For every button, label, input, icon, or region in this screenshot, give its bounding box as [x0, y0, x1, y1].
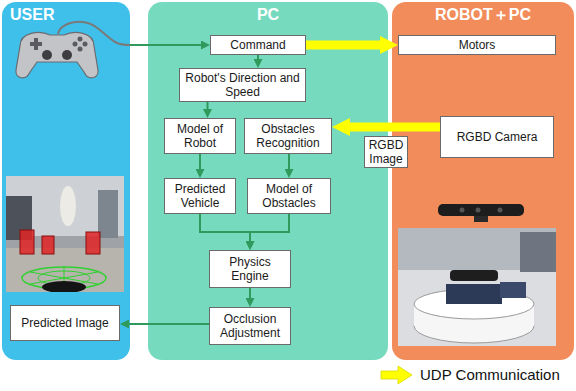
- box-label: Predicted Vehicle: [170, 182, 230, 210]
- process-box: Physics Engine: [209, 250, 291, 288]
- flow-arrow: [257, 55, 259, 59]
- screenshot-floor: [6, 248, 124, 292]
- photo-ground: [398, 228, 556, 346]
- process-box: Obstacles Recognition: [244, 118, 332, 154]
- edge-label-box: RGBD Image: [364, 136, 408, 168]
- legend-text: UDP Communication: [420, 366, 560, 383]
- flow-arrow: [129, 323, 209, 325]
- robot-frame: [446, 284, 502, 304]
- legend-arrow: [381, 366, 412, 384]
- robot-photo: [398, 228, 556, 346]
- process-box: Model of Robot: [164, 118, 236, 154]
- obstacle-model: [42, 236, 54, 254]
- box-label: Motors: [459, 38, 496, 52]
- flow-arrow: [249, 288, 251, 298]
- process-box: Robot's Direction and Speed: [179, 68, 306, 102]
- udp-arrow: [350, 123, 440, 132]
- gamepad-button: [73, 42, 78, 47]
- box-label: Model of Robot: [170, 122, 230, 150]
- panel-title: PC: [148, 2, 388, 24]
- panel-title: ROBOT＋PC: [392, 2, 574, 24]
- panel-band: CommandRobot's Direction and SpeedModel …: [148, 2, 388, 360]
- robot-laptop: [500, 282, 526, 298]
- robot-camera: [450, 270, 498, 281]
- screenshot-statue: [60, 186, 76, 226]
- box-label: Robot's Direction and Speed: [185, 71, 300, 99]
- process-box: RGBD Camera: [440, 116, 554, 158]
- kinect-stand: [474, 216, 488, 222]
- screenshot-door: [98, 190, 118, 238]
- flow-arrow: [288, 154, 290, 169]
- box-label: Occlusion Adjustment: [215, 312, 285, 340]
- process-box: Occlusion Adjustment: [209, 307, 291, 345]
- kinect-body: [438, 204, 524, 216]
- screenshot-ground: [6, 176, 124, 292]
- box-label: Physics Engine: [215, 255, 285, 283]
- photo-furniture: [520, 232, 556, 272]
- flow-arrow: [207, 102, 209, 109]
- panel-title: USER: [2, 2, 130, 24]
- box-label: Predicted Image: [21, 316, 108, 330]
- edge-label: RGBD Image: [368, 138, 404, 166]
- udp-arrow: [306, 41, 380, 50]
- predicted-robot: [42, 281, 86, 292]
- process-box: Model of Obstacles: [247, 178, 331, 214]
- box-label: Model of Obstacles: [253, 182, 325, 210]
- obstacle-model: [86, 232, 100, 254]
- gamepad-button: [78, 37, 83, 42]
- legend-sample-arrow: [381, 366, 412, 384]
- process-box: Predicted Image: [10, 305, 120, 341]
- process-box: Motors: [398, 35, 556, 55]
- flow-arrow: [130, 44, 201, 46]
- kinect-lens: [498, 208, 503, 213]
- box-label: Obstacles Recognition: [250, 122, 326, 150]
- gamepad-stick: [62, 50, 72, 60]
- kinect-lens: [476, 208, 481, 213]
- obstacle-model: [20, 230, 34, 254]
- kinect-lens: [460, 208, 465, 213]
- gamepad-button: [78, 47, 83, 52]
- flow-arrow: [199, 154, 201, 169]
- legend-entry: UDP Communication: [420, 366, 560, 384]
- gamepad-dpad: [34, 38, 38, 50]
- gamepad-button: [83, 42, 88, 47]
- process-box: Command: [210, 35, 306, 55]
- gamepad-stick: [42, 50, 52, 60]
- process-box: Predicted Vehicle: [164, 178, 236, 214]
- predicted-screenshot: [6, 176, 124, 292]
- box-label: Command: [230, 38, 285, 52]
- box-label: RGBD Camera: [457, 130, 538, 144]
